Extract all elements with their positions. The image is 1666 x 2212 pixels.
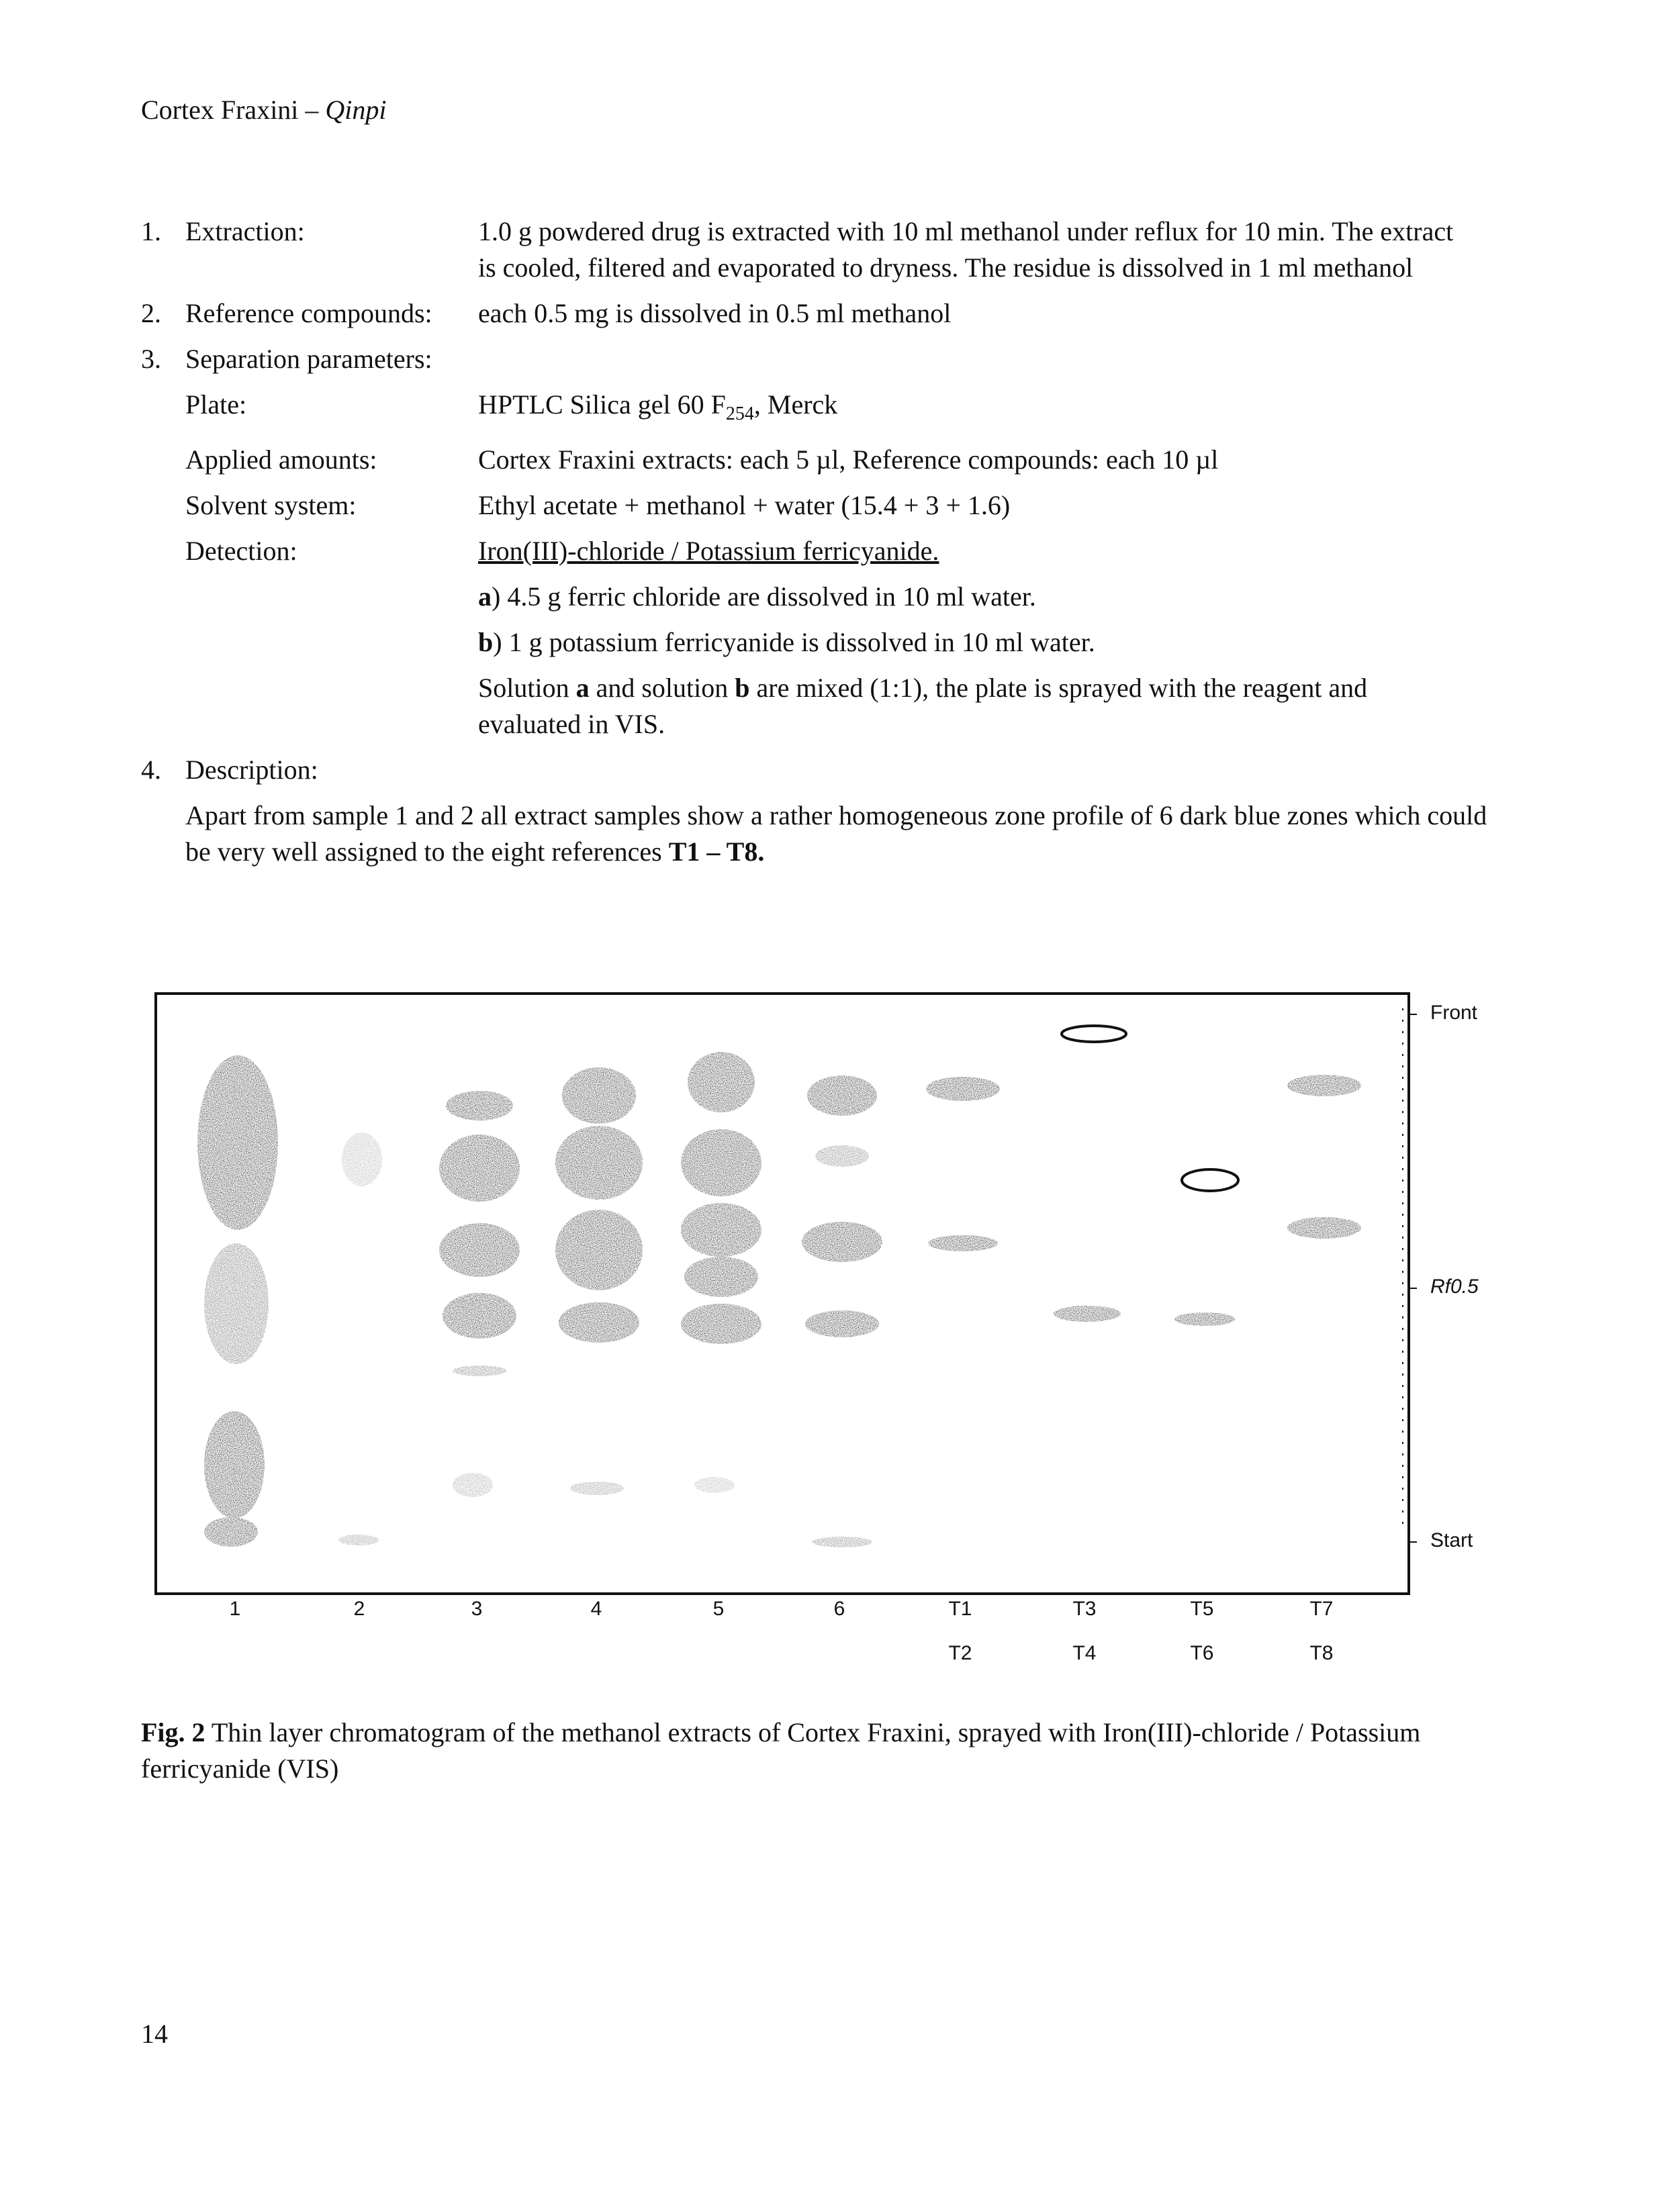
- front-label: Front: [1430, 1002, 1478, 1024]
- param-label: Applied amounts:: [185, 444, 377, 475]
- param-value: Cortex Fraxini extracts: each 5 µl, Refe…: [478, 444, 1219, 475]
- zone-lane3-f: [453, 1473, 493, 1497]
- lane-label: T1: [948, 1598, 972, 1620]
- zone-lane5-f: [694, 1477, 735, 1493]
- zone-lane1-upper: [197, 1055, 278, 1230]
- description-text: Apart from sample 1 and 2 all extract sa…: [185, 800, 1487, 867]
- lane-label: 1: [229, 1598, 241, 1620]
- step-label: Separation parameters:: [185, 344, 432, 374]
- param-label: Detection:: [185, 536, 297, 566]
- lane-label: T2: [948, 1642, 972, 1664]
- zone-lane4-a: [562, 1067, 636, 1124]
- zone-lane2-faint: [342, 1133, 382, 1186]
- step-number: 3.: [141, 344, 161, 374]
- zone-lane4-e: [570, 1482, 624, 1495]
- zone-t3-outline: [1060, 1024, 1127, 1043]
- zone-lane5-b: [681, 1129, 761, 1196]
- zone-lane3-e: [453, 1365, 506, 1376]
- zone-lane1-mid: [204, 1243, 269, 1364]
- param-applied: Applied amounts: Cortex Fraxini extracts…: [141, 442, 1511, 478]
- procedure-reference: 2. Reference compounds: each 0.5 mg is d…: [141, 295, 1511, 332]
- running-head-italic: Qinpi: [325, 95, 387, 125]
- zone-lane2-start: [338, 1535, 379, 1545]
- zone-t4: [1054, 1306, 1121, 1322]
- lane-label: 5: [712, 1598, 725, 1620]
- zone-lane4-b: [555, 1126, 643, 1200]
- zone-lane5-c: [681, 1203, 761, 1257]
- reagent-b: b) 1 g potassium ferricyanide is dissolv…: [478, 627, 1095, 657]
- zone-lane6-d: [805, 1310, 879, 1337]
- zone-t1: [926, 1077, 1000, 1101]
- lane-label: T4: [1072, 1642, 1097, 1664]
- reagent-a: a) 4.5 g ferric chloride are dissolved i…: [478, 581, 1036, 612]
- start-label: Start: [1430, 1529, 1473, 1551]
- zone-lane3-a: [446, 1091, 513, 1120]
- param-value: Iron(III)-chloride / Potassium ferricyan…: [478, 536, 939, 566]
- zone-lane6-start: [812, 1537, 872, 1547]
- zone-lane5-d: [684, 1257, 758, 1297]
- param-solvent: Solvent system: Ethyl acetate + methanol…: [141, 487, 1511, 524]
- reagent-mix: Solution a and solution b are mixed (1:1…: [478, 673, 1368, 739]
- page-number: 14: [141, 2019, 168, 2049]
- zone-lane4-c: [555, 1210, 643, 1290]
- lane-label: T3: [1072, 1598, 1097, 1620]
- zone-t2: [928, 1235, 998, 1251]
- step-label: Reference compounds:: [185, 298, 432, 328]
- lane-label: 4: [590, 1598, 602, 1620]
- lane-label: T8: [1309, 1642, 1334, 1664]
- caption-text: Thin layer chromatogram of the methanol …: [141, 1717, 1421, 1784]
- step-number: 4.: [141, 755, 161, 785]
- zone-lane1-start: [204, 1517, 258, 1547]
- zone-lane6-c: [802, 1222, 882, 1262]
- start-tick: [1407, 1541, 1417, 1543]
- param-label: Plate:: [185, 389, 247, 420]
- lane-label: T5: [1190, 1598, 1214, 1620]
- procedure-extraction: 1. Extraction: 1.0 g powdered drug is ex…: [141, 213, 1511, 286]
- zone-lane6-b: [815, 1145, 869, 1167]
- zone-lane4-d: [559, 1302, 639, 1343]
- step-number: 2.: [141, 298, 161, 328]
- procedure-separation: 3. Separation parameters:: [141, 341, 1511, 377]
- step-label: Extraction:: [185, 216, 305, 246]
- lane-label: 3: [471, 1598, 483, 1620]
- tlc-plate-image: [197, 1008, 1403, 1547]
- lane-label: 2: [353, 1598, 365, 1620]
- lane-label: T7: [1309, 1598, 1334, 1620]
- step-number: 1.: [141, 216, 161, 246]
- front-tick: [1407, 1014, 1417, 1015]
- figure-caption: Fig. 2 Thin layer chromatogram of the me…: [141, 1715, 1504, 1787]
- lane-label: T6: [1190, 1642, 1214, 1664]
- lane-label: 6: [833, 1598, 845, 1620]
- param-plate: Plate: HPTLC Silica gel 60 F254, Merck: [141, 387, 1511, 432]
- zone-t6: [1174, 1312, 1235, 1326]
- tlc-figure: Front Rf0.5 Start 1 2 3 4 5 6 T1 T3 T5 T…: [154, 992, 1497, 1690]
- caption-label: Fig. 2: [141, 1717, 205, 1747]
- zone-lane3-d: [443, 1293, 516, 1339]
- zone-lane1-lower: [204, 1411, 265, 1519]
- rf-label: Rf0.5: [1430, 1276, 1479, 1298]
- step-text: each 0.5 mg is dissolved in 0.5 ml metha…: [478, 298, 952, 328]
- running-head: Cortex Fraxini – Qinpi: [141, 94, 387, 126]
- running-head-title: Cortex Fraxini –: [141, 95, 326, 125]
- rf-tick: [1407, 1288, 1417, 1289]
- zone-lane5-a: [688, 1052, 755, 1112]
- tlc-plate: [154, 992, 1410, 1595]
- zone-lane6-a: [807, 1075, 877, 1116]
- zone-t7: [1287, 1075, 1361, 1096]
- param-label: Solvent system:: [185, 490, 357, 520]
- step-text: 1.0 g powdered drug is extracted with 10…: [478, 216, 1454, 283]
- zone-lane5-e: [681, 1304, 761, 1344]
- zone-lane3-b: [439, 1135, 520, 1202]
- step-label: Description:: [185, 755, 318, 785]
- param-value: HPTLC Silica gel 60 F254, Merck: [478, 389, 838, 424]
- procedure-section: 1. Extraction: 1.0 g powdered drug is ex…: [141, 213, 1511, 870]
- zone-lane3-c: [439, 1223, 520, 1277]
- procedure-description: 4. Description:: [141, 752, 1511, 788]
- zone-t5-outline: [1181, 1168, 1240, 1192]
- zone-t8: [1287, 1217, 1361, 1239]
- param-detection: Detection: Iron(III)-chloride / Potassiu…: [141, 533, 1511, 569]
- param-value: Ethyl acetate + methanol + water (15.4 +…: [478, 490, 1011, 520]
